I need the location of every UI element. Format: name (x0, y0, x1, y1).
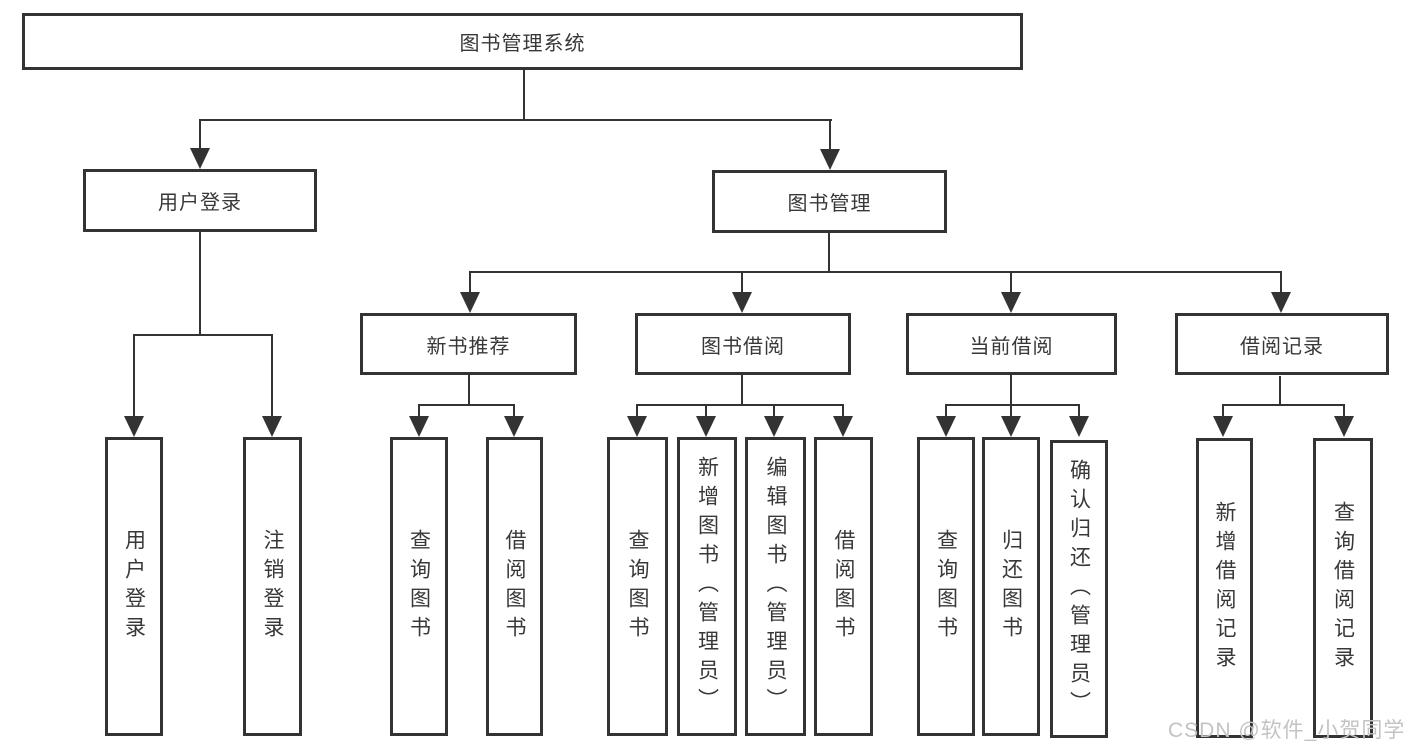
connector-line (636, 404, 844, 406)
leaf-query-books-borrow: 查询图书 (607, 437, 668, 736)
node-book-borrow: 图书借阅 (635, 313, 851, 375)
node-user-login: 用户登录 (83, 169, 317, 232)
arrow-down-icon (936, 416, 956, 437)
leaf-edit-books-admin: 编辑图书（管理员） (745, 437, 806, 736)
connector-line (513, 404, 515, 417)
arrow-down-icon (409, 416, 429, 437)
connector-line (829, 119, 831, 150)
node-borrow-records: 借阅记录 (1175, 313, 1389, 375)
arrow-down-icon (1334, 416, 1354, 437)
connector-line (773, 404, 775, 417)
leaf-borrow-books-recommend: 借阅图书 (486, 437, 543, 736)
watermark: CSDN @软件_小贺同学 (1168, 719, 1405, 742)
connector-line (1343, 404, 1345, 417)
arrow-down-icon (504, 416, 524, 437)
connector-line (1222, 404, 1345, 406)
connector-line (469, 271, 1282, 273)
arrow-down-icon (1069, 416, 1089, 437)
arrow-down-icon (460, 292, 480, 313)
arrow-down-icon (124, 416, 144, 437)
node-current-borrow: 当前借阅 (906, 313, 1117, 375)
arrow-down-icon (627, 416, 647, 437)
connector-line (945, 404, 1080, 406)
leaf-add-borrow-record: 新增借阅记录 (1196, 438, 1253, 738)
arrow-down-icon (262, 416, 282, 437)
connector-line (1222, 404, 1224, 417)
node-book-management: 图书管理 (712, 170, 947, 233)
leaf-user-login: 用户登录 (105, 437, 163, 736)
connector-line (741, 375, 743, 405)
leaf-return-books: 归还图书 (982, 437, 1040, 736)
arrow-down-icon (732, 292, 752, 313)
leaf-query-borrow-record: 查询借阅记录 (1313, 438, 1373, 738)
node-new-book-recommend: 新书推荐 (360, 313, 577, 375)
connector-line (133, 334, 273, 336)
connector-line (469, 271, 471, 293)
connector-line (1010, 375, 1012, 405)
connector-line (523, 70, 525, 120)
arrow-down-icon (1271, 292, 1291, 313)
arrow-down-icon (764, 416, 784, 437)
connector-line (1078, 404, 1080, 417)
arrow-down-icon (1001, 292, 1021, 313)
connector-line (199, 119, 201, 149)
leaf-borrow-books: 借阅图书 (814, 437, 873, 736)
leaf-logout: 注销登录 (243, 437, 302, 736)
connector-line (199, 119, 832, 121)
leaf-confirm-return-admin: 确认归还（管理员） (1050, 440, 1108, 738)
connector-line (705, 404, 707, 417)
connector-line (418, 404, 420, 417)
leaf-query-books-current: 查询图书 (917, 437, 975, 736)
connector-line (1280, 271, 1282, 293)
connector-line (636, 404, 638, 417)
connector-line (418, 404, 515, 406)
connector-line (1010, 271, 1012, 293)
connector-line (1010, 404, 1012, 417)
connector-line (842, 404, 844, 417)
arrow-down-icon (1213, 416, 1233, 437)
arrow-down-icon (820, 149, 840, 170)
connector-line (1279, 376, 1281, 405)
connector-line (945, 404, 947, 417)
connector-line (468, 375, 470, 405)
node-library-management-system: 图书管理系统 (22, 13, 1023, 70)
connector-line (199, 232, 201, 335)
leaf-add-books-admin: 新增图书（管理员） (677, 437, 737, 736)
connector-line (741, 271, 743, 293)
connector-line (133, 334, 135, 417)
arrow-down-icon (696, 416, 716, 437)
connector-line (828, 233, 830, 273)
arrow-down-icon (190, 148, 210, 169)
arrow-down-icon (833, 416, 853, 437)
leaf-query-books-recommend: 查询图书 (390, 437, 448, 736)
connector-line (271, 334, 273, 417)
arrow-down-icon (1001, 416, 1021, 437)
